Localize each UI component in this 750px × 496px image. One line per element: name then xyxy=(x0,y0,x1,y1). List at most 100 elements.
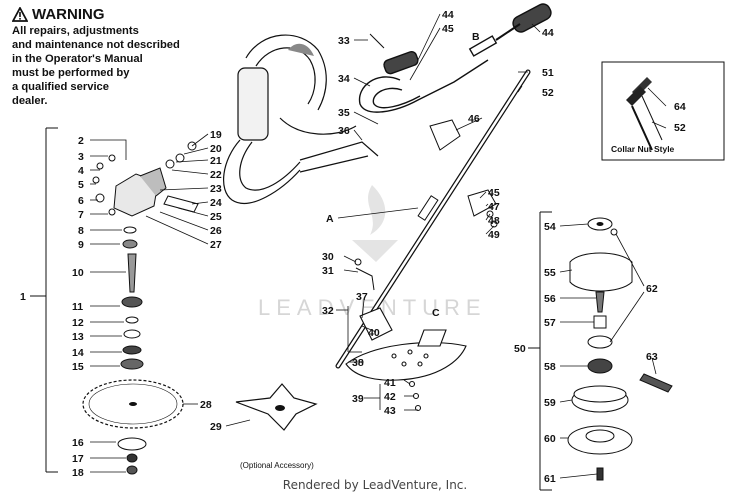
gearbox-parts xyxy=(92,141,199,370)
warning-notice: WARNING All repairs, adjustments and mai… xyxy=(12,6,217,108)
letter-a: A xyxy=(326,213,334,225)
callout-45b: 45 xyxy=(488,187,500,199)
saw-blade xyxy=(82,379,184,429)
callout-43: 43 xyxy=(384,405,396,417)
callout-33: 33 xyxy=(338,35,350,47)
callout-17: 17 xyxy=(72,453,84,465)
callout-23: 23 xyxy=(210,183,222,195)
callout-16: 16 xyxy=(72,437,84,449)
callout-4: 4 xyxy=(78,165,84,177)
handlebar xyxy=(358,3,552,113)
warning-triangle-icon xyxy=(12,7,28,22)
letter-b: B xyxy=(472,31,480,43)
letter-c: C xyxy=(432,307,440,319)
accessory-label: (Optional Accessory) xyxy=(240,461,314,470)
callout-45: 45 xyxy=(442,23,454,35)
warning-line: a qualified service xyxy=(12,81,110,93)
inset-callout-64: 64 xyxy=(674,101,686,113)
callout-28: 28 xyxy=(200,399,212,411)
blade-hardware xyxy=(117,437,147,475)
optional-accessory-blade: (Optional Accessory) xyxy=(235,383,318,470)
debris-shield xyxy=(345,307,467,412)
callout-58: 58 xyxy=(544,361,556,373)
callout-47: 47 xyxy=(488,201,500,213)
callout-30: 30 xyxy=(322,251,334,263)
callout-35: 35 xyxy=(338,107,350,119)
callout-20: 20 xyxy=(210,143,222,155)
callout-25: 25 xyxy=(210,211,222,223)
callout-26: 26 xyxy=(210,225,222,237)
footer-text: Rendered by LeadVenture, Inc. xyxy=(282,478,468,492)
callout-24: 24 xyxy=(210,197,222,209)
callout-51: 51 xyxy=(542,67,554,79)
callout-19: 19 xyxy=(210,129,222,141)
callout-1: 1 xyxy=(20,291,26,303)
warning-title: WARNING xyxy=(32,6,105,23)
callout-12: 12 xyxy=(72,317,84,329)
callout-37: 37 xyxy=(356,291,368,303)
harness-strap xyxy=(223,34,379,205)
collar-nut-inset: Collar Nut Style 64 52 xyxy=(601,61,725,161)
trimmer-head-parts xyxy=(567,217,673,481)
callout-11: 11 xyxy=(72,301,83,313)
callout-40: 40 xyxy=(368,327,380,339)
callout-54: 54 xyxy=(544,221,556,233)
callout-21: 21 xyxy=(210,155,222,167)
callout-13: 13 xyxy=(72,331,84,343)
callout-15: 15 xyxy=(72,361,84,373)
inset-callout-52: 52 xyxy=(674,122,686,134)
callout-48: 48 xyxy=(488,215,500,227)
callout-27: 27 xyxy=(210,239,222,251)
warning-line: in the Operator's Manual xyxy=(12,53,143,65)
callout-46: 46 xyxy=(468,113,480,125)
shaft-clamps xyxy=(354,119,498,291)
callout-59: 59 xyxy=(544,397,556,409)
callout-8: 8 xyxy=(78,225,84,237)
inset-caption: Collar Nut Style xyxy=(611,144,675,154)
callout-44b: 44 xyxy=(542,27,554,39)
callout-39: 39 xyxy=(352,393,364,405)
warning-line: and maintenance not described xyxy=(12,39,180,51)
callout-62: 62 xyxy=(646,283,658,295)
callout-10: 10 xyxy=(72,267,84,279)
callout-50: 50 xyxy=(514,343,526,355)
callout-61: 61 xyxy=(544,473,556,485)
callout-44: 44 xyxy=(442,9,454,21)
callout-31: 31 xyxy=(322,265,334,277)
warning-line: dealer. xyxy=(12,95,48,107)
watermark-flame-icon xyxy=(352,185,398,262)
warning-text: All repairs, adjustments and maintenance… xyxy=(12,24,217,108)
letter-labels: A B C xyxy=(326,31,480,319)
callout-18: 18 xyxy=(72,467,84,479)
callout-6: 6 xyxy=(78,195,84,207)
callout-56: 56 xyxy=(544,293,556,305)
callout-22: 22 xyxy=(210,169,222,181)
callout-36: 36 xyxy=(338,125,350,137)
left-group-bracket xyxy=(30,127,58,473)
leader-lines xyxy=(90,13,657,479)
watermark: LEADVENTURE xyxy=(258,185,481,320)
callout-55: 55 xyxy=(544,267,556,279)
callout-2: 2 xyxy=(78,135,84,147)
footer-credit: Rendered by LeadVenture, Inc. xyxy=(0,478,750,492)
callout-38: 38 xyxy=(352,357,364,369)
callout-29: 29 xyxy=(210,421,222,433)
right-group-bracket xyxy=(528,211,552,491)
callout-42: 42 xyxy=(384,391,396,403)
callout-numbers: 1 2 3 4 5 6 7 8 9 10 11 12 13 14 15 16 1… xyxy=(20,9,658,485)
callout-3: 3 xyxy=(78,151,84,163)
callout-5: 5 xyxy=(78,179,84,191)
callout-49: 49 xyxy=(488,229,500,241)
callout-41: 41 xyxy=(384,377,396,389)
callout-60: 60 xyxy=(544,433,556,445)
callout-9: 9 xyxy=(78,239,84,251)
callout-57: 57 xyxy=(544,317,556,329)
callout-7: 7 xyxy=(78,209,84,221)
callout-52: 52 xyxy=(542,87,554,99)
callout-34: 34 xyxy=(338,73,350,85)
warning-line: must be performed by xyxy=(12,67,130,79)
callout-32: 32 xyxy=(322,305,334,317)
callout-14: 14 xyxy=(72,347,84,359)
